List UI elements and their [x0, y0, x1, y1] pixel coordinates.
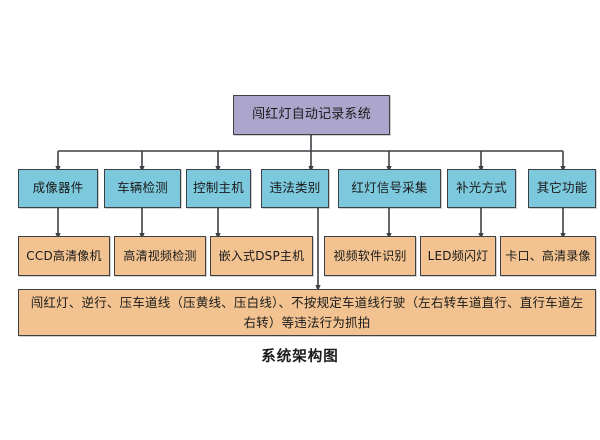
- node-level1-violation-category[interactable]: 违法类别: [261, 169, 329, 208]
- node-level1-control-host[interactable]: 控制主机: [186, 169, 251, 208]
- node-level1-other-functions[interactable]: 其它功能: [528, 169, 596, 208]
- node-level2-checkpoint-hd-recording[interactable]: 卡口、高清录像: [500, 236, 596, 276]
- node-footer-violation-capture[interactable]: 闯红灯、逆行、压车道线（压黄线、压白线）、不按规定车道线行驶（左右转车道直行、直…: [18, 289, 596, 336]
- node-level2-hd-video-detection[interactable]: 高清视频检测: [114, 236, 206, 276]
- node-level2-video-software-recognition[interactable]: 视频软件识别: [324, 236, 416, 276]
- node-level2-ccd-hd-camera[interactable]: CCD高清像机: [18, 236, 110, 276]
- node-level2-led-strobe-light[interactable]: LED频闪灯: [420, 236, 496, 276]
- node-level1-imaging-device[interactable]: 成像器件: [18, 169, 98, 208]
- diagram-caption: 系统架构图: [261, 349, 339, 365]
- node-level2-embedded-dsp-host[interactable]: 嵌入式DSP主机: [210, 236, 313, 276]
- node-level1-red-light-signal-acquisition[interactable]: 红灯信号采集: [338, 169, 441, 208]
- node-level1-fill-light-mode[interactable]: 补光方式: [447, 169, 516, 208]
- node-root[interactable]: 闯红灯自动记录系统: [233, 95, 390, 135]
- node-level1-vehicle-detection[interactable]: 车辆检测: [104, 169, 181, 208]
